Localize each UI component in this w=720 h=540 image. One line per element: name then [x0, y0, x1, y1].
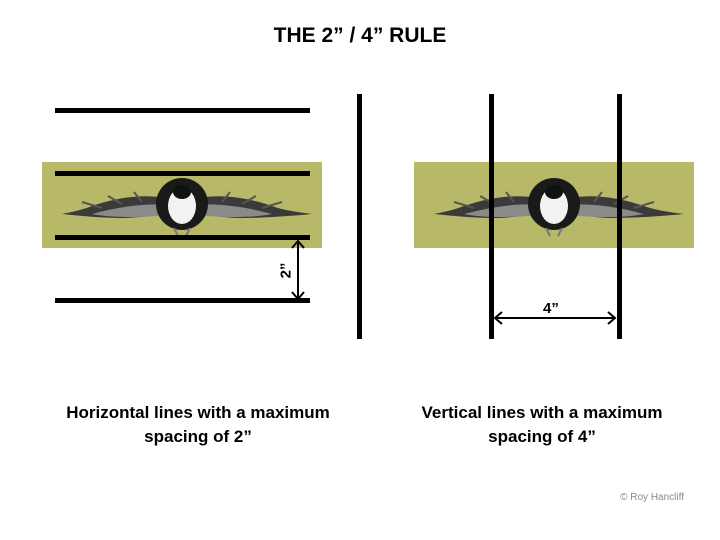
vertical-dimension-arrow: [291, 239, 305, 301]
horizontal-line-3: [55, 235, 310, 240]
horizontal-line-2: [55, 171, 310, 176]
page-title: THE 2” / 4” RULE: [273, 24, 447, 47]
bird-photo-right: [414, 162, 694, 248]
bird-photo-left: [42, 162, 322, 248]
dimension-label-2in: 2”: [277, 262, 295, 279]
bird-illustration: [62, 178, 312, 237]
left-caption: Horizontal lines with a maximum spacing …: [40, 401, 356, 449]
left-caption-line2: spacing of 2”: [144, 427, 252, 446]
horizontal-line-4: [55, 298, 310, 303]
horizontal-line-1: [55, 108, 310, 113]
dimension-label-4in: 4”: [543, 300, 559, 317]
right-caption-line1: Vertical lines with a maximum: [421, 403, 663, 422]
right-caption: Vertical lines with a maximum spacing of…: [396, 401, 688, 449]
bird-illustration: [434, 178, 684, 237]
copyright-credit: © Roy Hancliff: [620, 492, 684, 503]
right-caption-line2: spacing of 4”: [488, 427, 596, 446]
horizontal-dimension-arrow: [493, 311, 617, 325]
vertical-line-2: [617, 94, 622, 339]
left-caption-line1: Horizontal lines with a maximum: [66, 403, 330, 422]
vertical-line-1: [489, 94, 494, 339]
panel-divider: [357, 94, 362, 339]
